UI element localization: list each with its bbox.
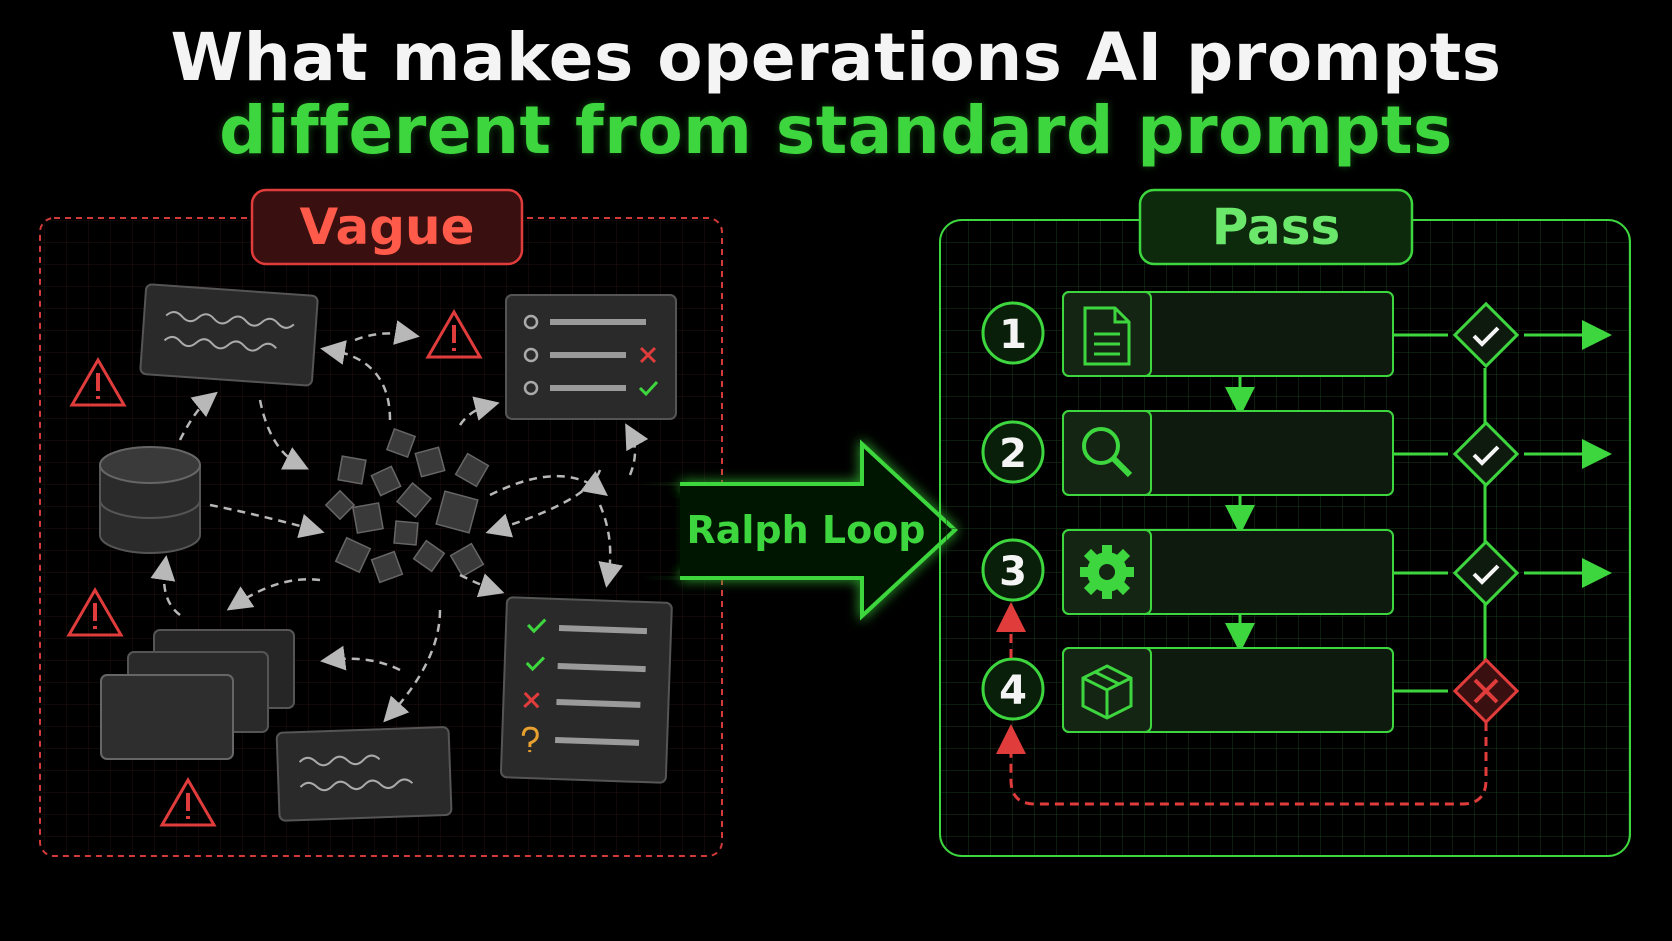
title-line-2: different from standard prompts [219, 91, 1453, 169]
ralph-loop-label: Ralph Loop [686, 508, 925, 552]
vague-panel: Vague [39, 188, 723, 857]
scattered-fragments [324, 427, 490, 584]
chaotic-arrows [150, 320, 649, 723]
pass-panel: Pass 1 2 [939, 188, 1631, 857]
step-row-4: 4 [981, 647, 1520, 733]
step-number: 2 [999, 431, 1027, 477]
wavy-note-card-bottom [275, 726, 453, 822]
step-number: 1 [999, 312, 1027, 358]
step-row-1: 1 [981, 291, 1612, 417]
gear-icon [1080, 545, 1134, 599]
step-number: 4 [999, 668, 1027, 714]
retry-loop-arrows [996, 602, 1488, 806]
warning-icon [159, 777, 217, 827]
wavy-note-card [139, 283, 319, 387]
title-line-1: What makes operations AI prompts [170, 19, 1502, 96]
pass-label: Pass [1212, 198, 1341, 256]
checklist-card-top [505, 294, 677, 420]
step-row-2: 2 [981, 410, 1612, 535]
stacked-cards [100, 629, 295, 760]
vague-label-box: Vague [250, 188, 524, 266]
database-icon [99, 446, 201, 554]
check-icon [638, 380, 659, 397]
warning-icon [69, 357, 127, 407]
document-icon [1083, 306, 1131, 366]
search-icon [1082, 427, 1133, 478]
step-row-3: 3 [981, 529, 1612, 653]
vague-label: Vague [300, 198, 475, 256]
page-title: What makes operations AI prompts differe… [0, 19, 1672, 169]
step-number: 3 [999, 549, 1027, 595]
warning-icon [66, 587, 124, 637]
check-icon [1452, 539, 1520, 607]
x-icon [1452, 657, 1520, 725]
check-icon [1452, 420, 1520, 488]
pass-label-box: Pass [1138, 188, 1414, 266]
ralph-loop-arrow: Ralph Loop [640, 439, 958, 621]
warning-icon [425, 309, 483, 359]
box-icon [1081, 664, 1133, 720]
checklist-card-bottom [499, 596, 673, 784]
x-icon [639, 346, 657, 364]
check-icon [1452, 301, 1520, 369]
